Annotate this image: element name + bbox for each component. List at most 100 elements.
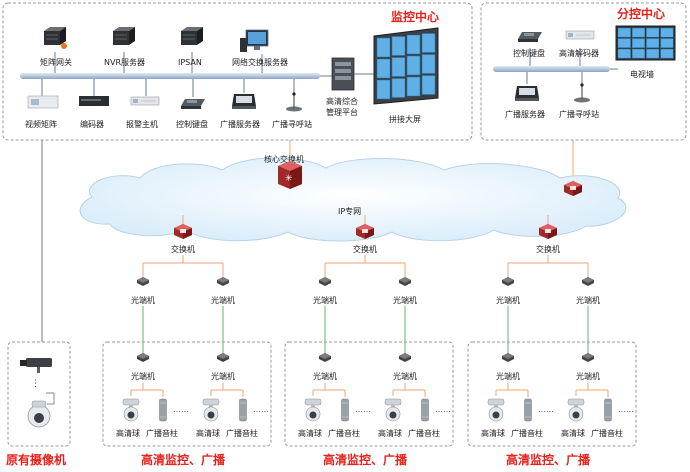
svg-text:✳: ✳ [285,174,293,184]
hd-dome-label: 高清球 [561,428,585,438]
branch-broadcast-server-device: 广播服务器 [505,72,545,119]
branch-broadcast-server-label: 广播服务器 [505,109,545,119]
management-platform-label-1: 高清综合 [326,96,358,106]
fiber-transceiver-icon [319,353,331,362]
tv-wall-tile [646,48,660,59]
device-link [312,383,346,397]
splice-screen-tile [391,36,406,56]
fiber-transceiver-label: 光端机 [393,295,417,305]
control-keyboard-label: 控制键盘 [176,119,208,129]
more-ellipsis: …… [355,405,371,414]
more-ellipsis: …… [618,405,634,414]
box-camera-icon [20,358,52,373]
fiber-transceiver-icon [137,277,149,286]
branch-hd-decoder-label: 高清解码器 [559,48,599,58]
fiber-transceiver-icon [399,277,411,286]
zone-column-left: 光端机光端机……高清球广播音柱 [481,277,554,438]
branch-tv-wall-label: 电视墙 [630,69,654,79]
speaker-column-label: 广播音柱 [146,428,178,438]
branch-center-panel: 分控中心 控制键盘 高清解码器 电视墙 广播服务器 广播寻呼站 [480,2,687,141]
center-network-bus [20,73,320,79]
fiber-transceiver-label: 光端机 [211,295,235,305]
speaker-column-icon [524,398,532,422]
speaker-column-icon [421,398,429,422]
zone-border [284,341,454,447]
fiber-transceiver-icon [502,277,514,286]
device-link [392,383,426,397]
more-ellipsis: …… [253,405,269,414]
switch-label: 交换机 [353,244,377,254]
fiber-transceiver-label: 光端机 [313,371,337,381]
nvr-server-device: NVR服务器 [104,26,145,73]
zone-2: 交换机光端机光端机……高清球广播音柱光端机光端机……高清球广播音柱高清监控、广播 [284,215,454,467]
tv-wall-tiles [617,27,674,59]
speaker-column-label: 广播音柱 [591,428,623,438]
fiber-transceiver-icon [217,353,229,362]
alarm-host-device: 报警主机 [126,79,160,129]
hd-dome-label: 高清球 [116,428,140,438]
fiber-transceiver-icon [582,353,594,362]
alarm-host-label: 报警主机 [126,119,158,129]
gateway-label: 矩阵网关 [40,57,72,67]
zone-border [102,341,272,447]
splice-screen-device: 拼接大屏 [373,27,439,124]
hd-dome-camera-icon [567,398,585,422]
more-ellipsis: …… [435,405,451,414]
zone-1: 交换机光端机光端机……高清球广播音柱光端机光端机……高清球广播音柱高清监控、广播 [102,215,272,467]
fiber-transceiver-icon [502,353,514,362]
fiber-transceiver-label: 光端机 [211,371,235,381]
splice-screen-tile [421,54,436,74]
device-link [575,383,609,397]
management-platform-label-2: 管理平台 [326,107,358,117]
zone-border [467,341,637,447]
branch-hd-decoder-device: 高清解码器 [559,30,599,66]
splice-screen-tile [406,76,421,97]
tv-wall-tile [617,27,631,38]
legacy-dome-icon [27,392,55,428]
hd-dome-camera-icon [202,398,220,422]
speaker-column-icon [159,398,167,422]
splice-screen-tile [406,55,421,76]
more-ellipsis: …… [538,405,554,414]
tv-wall-tile [660,48,674,59]
splice-screen-tile [391,57,406,77]
hd-dome-camera-icon [384,398,402,422]
splice-screen-label: 拼接大屏 [389,114,421,124]
switch-label: 交换机 [171,244,195,254]
legacy-camera-label: 原有摄像机 [6,452,66,467]
speaker-column-label: 广播音柱 [511,428,543,438]
splice-screen-tiles [376,33,436,100]
branch-tv-wall-device: 电视墙 [610,25,676,79]
core-switch-label: 核心交换机 [264,154,304,164]
device-link [210,383,244,397]
hd-dome-label: 高清球 [298,428,322,438]
fiber-transceiver-label: 光端机 [496,295,520,305]
broadcast-server-device: 广播服务器 [220,79,260,129]
ip-network-cloud: IP专网 [79,157,627,242]
branch-network-bus [493,66,610,72]
fiber-transceiver-icon [399,353,411,362]
fiber-transceiver-icon [217,277,229,286]
hd-dome-camera-icon [487,398,505,422]
encoder-device: 编码器 [79,79,109,129]
splice-screen-tile [391,78,406,98]
video-matrix-label: 视频矩阵 [25,119,57,129]
zone-column-right: 光端机光端机……高清球广播音柱 [196,277,269,438]
hd-dome-label: 高清球 [481,428,505,438]
fiber-transceiver-label: 光端机 [131,371,155,381]
net-switch-server-device: 网络交换服务器 [232,29,288,73]
zone-column-right: 光端机光端机……高清球广播音柱 [561,277,634,438]
tv-wall-tile [617,38,631,48]
device-link [130,383,164,397]
zone-3: 交换机光端机光端机……高清球广播音柱光端机光端机……高清球广播音柱高清监控、广播 [467,215,637,467]
ip-network-label: IP专网 [338,206,361,216]
zone-title: 高清监控、广播 [141,452,226,467]
fiber-transceiver-label: 光端机 [393,371,417,381]
fiber-transceiver-icon [582,277,594,286]
tv-wall-tile [631,27,646,38]
tv-wall-tile [646,27,660,38]
tv-wall-tile [617,48,631,59]
splice-screen-tile [406,34,421,55]
broadcast-paging-station-label: 广播寻呼站 [272,119,312,129]
splice-screen-tile [376,37,391,58]
